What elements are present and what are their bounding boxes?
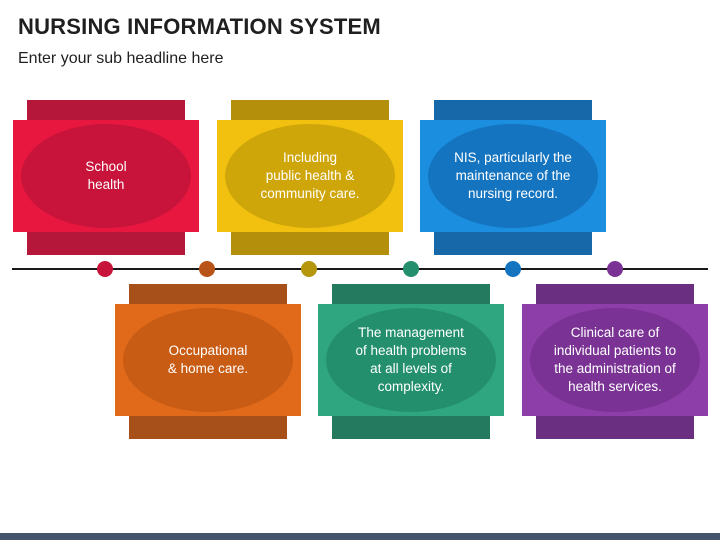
info-card: Occupational & home care.: [115, 284, 301, 439]
card-text: Including public health & community care…: [260, 150, 360, 201]
card-text: School health: [85, 159, 127, 192]
card-oval: The management of health problems at all…: [326, 308, 496, 412]
timeline-dot: [403, 261, 419, 277]
info-card: NIS, particularly the maintenance of the…: [420, 100, 606, 255]
timeline-dot: [607, 261, 623, 277]
card-oval: School health: [21, 124, 191, 228]
card-oval: Clinical care of individual patients to …: [530, 308, 700, 412]
timeline-dot: [505, 261, 521, 277]
info-card: School health: [13, 100, 199, 255]
timeline-dot: [301, 261, 317, 277]
info-card: Including public health & community care…: [217, 100, 403, 255]
card-text: Clinical care of individual patients to …: [553, 325, 677, 394]
timeline-line: [12, 268, 708, 270]
info-card: The management of health problems at all…: [318, 284, 504, 439]
card-oval: NIS, particularly the maintenance of the…: [428, 124, 598, 228]
footer-bar: [0, 533, 720, 540]
page-title: NURSING INFORMATION SYSTEM: [18, 14, 381, 39]
card-text: NIS, particularly the maintenance of the…: [454, 150, 572, 201]
card-text: Occupational & home care.: [167, 343, 249, 376]
timeline-dot: [97, 261, 113, 277]
info-card: Clinical care of individual patients to …: [522, 284, 708, 439]
page-subtitle: Enter your sub headline here: [18, 50, 224, 67]
card-oval: Including public health & community care…: [225, 124, 395, 228]
timeline-dot: [199, 261, 215, 277]
card-oval: Occupational & home care.: [123, 308, 293, 412]
card-text: The management of health problems at all…: [355, 325, 467, 394]
